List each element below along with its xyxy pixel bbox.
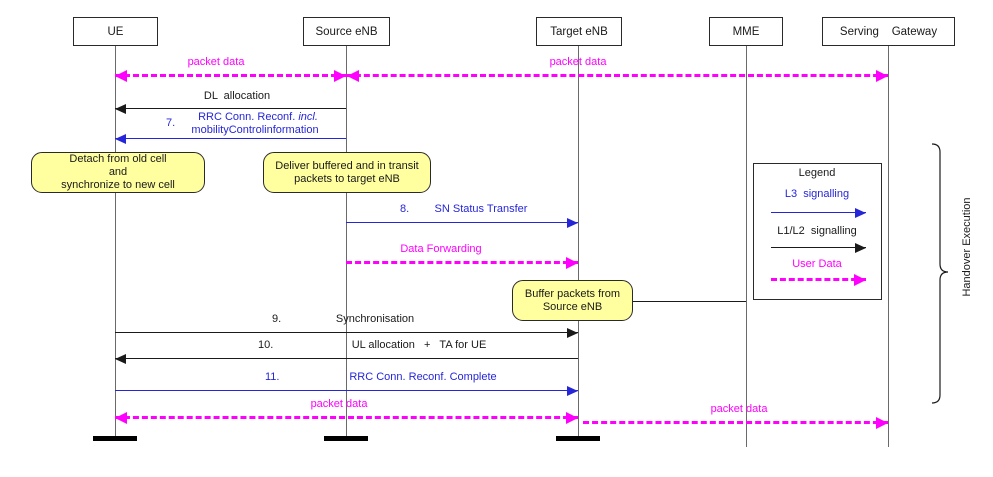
arrowhead-left xyxy=(115,134,126,144)
arrowhead-right xyxy=(876,70,888,82)
arrow-line xyxy=(115,74,346,77)
note-line: Buffer packets from xyxy=(524,287,621,300)
note-line: Detach from old cell xyxy=(69,153,167,165)
note-connector-line xyxy=(632,301,746,302)
message-number: 7. xyxy=(166,117,176,129)
message-label-line1: RRC Conn. Reconf. incl. xyxy=(198,111,318,124)
note-line: Deliver buffered and in transit xyxy=(275,159,419,172)
actor-mme-label: MME xyxy=(732,25,760,38)
legend-item-l3-label: L3 signalling xyxy=(784,188,850,200)
arrow-line xyxy=(115,416,578,419)
message-label: packet data xyxy=(710,403,768,415)
arrow-line xyxy=(115,358,578,359)
actor-target-enb-label: Target eNB xyxy=(550,25,608,38)
arrowhead-left xyxy=(115,104,126,114)
arrowhead-left xyxy=(115,412,127,424)
actor-source-enb: Source eNB xyxy=(303,17,390,46)
arrow-line xyxy=(115,332,578,333)
legend-userdata-arrowhead xyxy=(854,274,866,286)
legend-l1l2-arrow xyxy=(771,247,866,248)
arrow-line xyxy=(115,108,346,109)
message-number: 11. xyxy=(265,371,280,383)
message-label: Data Forwarding xyxy=(400,243,482,255)
actor-ue: UE xyxy=(73,17,158,46)
message-label: Synchronisation xyxy=(335,313,415,325)
activation-end-source-enb xyxy=(324,436,368,441)
lifeline-mme xyxy=(746,46,747,447)
note-line: synchronize to new cell xyxy=(61,179,175,191)
arrowhead-right xyxy=(334,70,346,82)
actor-ue-label: UE xyxy=(107,25,124,38)
message-number: 10. xyxy=(258,339,274,351)
message-label: SN Status Transfer xyxy=(434,203,528,215)
legend-item-userdata-label: User Data xyxy=(792,258,842,270)
arrowhead-left xyxy=(347,70,359,82)
actor-source-enb-label: Source eNB xyxy=(315,25,378,38)
note-line: and xyxy=(108,166,128,178)
arrowhead-left xyxy=(115,70,127,82)
legend-userdata-arrow xyxy=(771,278,866,281)
arrow-line xyxy=(346,74,888,77)
message-label: UL allocation + TA for UE xyxy=(351,339,487,351)
message-label: packet data xyxy=(549,56,607,68)
note-detach: Detach from old cell and synchronize to … xyxy=(31,152,205,193)
message-number: 8. xyxy=(400,203,410,215)
lifeline-target-enb xyxy=(578,46,579,437)
lifeline-serving-gateway xyxy=(888,46,889,447)
message-label-main: RRC Conn. Reconf. xyxy=(198,111,299,123)
actor-target-enb: Target eNB xyxy=(536,17,622,46)
lifeline-ue xyxy=(115,46,116,437)
arrowhead-right xyxy=(876,417,888,429)
handover-execution-label: Handover Execution xyxy=(961,197,973,297)
note-line: packets to target eNB xyxy=(294,172,400,185)
legend-l1l2-arrowhead xyxy=(855,243,866,253)
actor-mme: MME xyxy=(709,17,783,46)
message-number: 9. xyxy=(272,313,282,325)
arrow-line xyxy=(346,222,578,223)
arrow-line xyxy=(346,261,578,264)
legend-l3-arrowhead xyxy=(855,208,866,218)
lifeline-source-enb xyxy=(346,46,347,437)
message-label-line2: mobilityControlinformation xyxy=(191,124,319,136)
arrowhead-left xyxy=(115,354,126,364)
message-label-italic: incl. xyxy=(298,111,318,123)
arrow-line xyxy=(583,421,888,424)
arrowhead-right xyxy=(567,218,578,228)
activation-end-target-enb xyxy=(556,436,600,441)
handover-execution-brace xyxy=(931,143,949,404)
legend-item-l1l2-label: L1/L2 signalling xyxy=(777,225,857,237)
actor-serving-gateway: Serving Gateway xyxy=(822,17,955,46)
arrow-line xyxy=(115,390,578,391)
note-line: Source eNB xyxy=(542,300,603,313)
arrowhead-right xyxy=(567,386,578,396)
arrow-line xyxy=(115,138,346,139)
arrowhead-right xyxy=(567,328,578,338)
message-label: packet data xyxy=(310,398,368,410)
message-label: packet data xyxy=(187,56,245,68)
arrowhead-right xyxy=(566,412,578,424)
actor-serving-gateway-label: Serving Gateway xyxy=(839,25,938,38)
legend-l3-arrow xyxy=(771,212,866,213)
arrowhead-right xyxy=(566,257,578,269)
note-deliver: Deliver buffered and in transit packets … xyxy=(263,152,431,193)
legend-title: Legend xyxy=(798,167,836,179)
message-label: DL allocation xyxy=(203,90,271,102)
activation-end-ue xyxy=(93,436,137,441)
note-buffer: Buffer packets from Source eNB xyxy=(512,280,633,321)
message-label: RRC Conn. Reconf. Complete xyxy=(349,371,497,383)
